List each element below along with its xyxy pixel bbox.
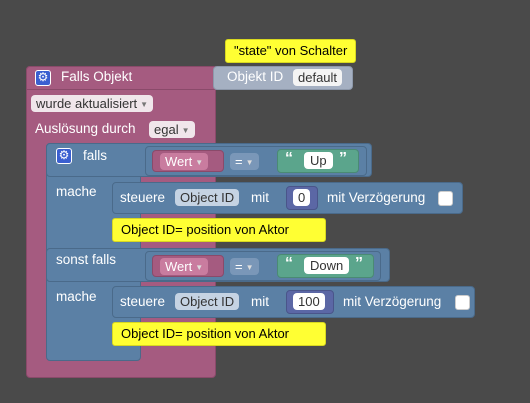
comment-1-text: Object ID= position von Aktor	[121, 222, 290, 237]
control-2-delay: mit Verzögerung	[343, 294, 442, 309]
chevron-down-icon: ▼	[181, 126, 190, 136]
open-quote-icon: “	[285, 150, 293, 167]
elseif-label: sonst falls	[56, 252, 117, 267]
chevron-down-icon: ▼	[195, 158, 204, 168]
trigger-dropdown[interactable]: wurde aktualisiert▼	[31, 95, 154, 112]
close-quote-icon: ”	[355, 255, 363, 272]
if-label: falls	[83, 148, 108, 163]
control-2-with: mit	[251, 294, 269, 309]
object-id-label: Objekt ID	[227, 69, 284, 84]
control-2-prefix: steuere	[120, 294, 166, 309]
object-id-value[interactable]: default	[293, 69, 343, 86]
number-field-2[interactable]: 100	[293, 293, 325, 310]
control-1-prefix: steuere	[120, 190, 166, 205]
chevron-down-icon: ▼	[245, 158, 254, 168]
event-title: Falls Objekt	[61, 69, 133, 84]
number-field-1[interactable]: 0	[293, 189, 311, 206]
event-header	[26, 66, 218, 90]
control-1-with: mit	[251, 190, 269, 205]
comment-2[interactable]: Object ID= position von Aktor	[112, 322, 326, 346]
ack-label: Auslösung durch	[35, 121, 136, 136]
close-quote-icon: ”	[339, 150, 347, 167]
string-field-2[interactable]: Down	[304, 257, 350, 274]
op-dropdown-1-value: =	[235, 154, 243, 169]
var-dropdown-2[interactable]: Wert▼	[160, 258, 209, 275]
var-dropdown-1[interactable]: Wert▼	[160, 153, 209, 170]
var-dropdown-1-value: Wert	[165, 154, 193, 169]
trigger-dropdown-value: wurde aktualisiert	[36, 96, 138, 111]
do-label: mache	[56, 184, 97, 199]
chevron-down-icon: ▼	[245, 263, 254, 273]
gear-icon[interactable]: ⚙	[35, 70, 51, 86]
ack-dropdown[interactable]: egal▼	[149, 121, 195, 138]
do2-label: mache	[56, 289, 97, 304]
comment-1[interactable]: Object ID= position von Aktor	[112, 218, 326, 242]
ack-dropdown-value: egal	[154, 122, 179, 137]
top-comment[interactable]: "state" von Schalter	[225, 39, 357, 63]
control-2-object-id[interactable]: Object ID	[175, 293, 240, 310]
gear-icon[interactable]: ⚙	[56, 148, 72, 164]
string-field-1[interactable]: Up	[304, 152, 333, 169]
chevron-down-icon: ▼	[140, 100, 149, 110]
op-dropdown-1[interactable]: =▼	[230, 153, 259, 170]
comment-2-text: Object ID= position von Aktor	[121, 326, 290, 341]
var-dropdown-2-value: Wert	[165, 259, 193, 274]
control-1-object-id[interactable]: Object ID	[175, 189, 240, 206]
top-comment-text: "state" von Schalter	[234, 43, 348, 58]
chevron-down-icon: ▼	[195, 263, 204, 273]
delay-checkbox-2[interactable]	[455, 295, 470, 310]
delay-checkbox-1[interactable]	[438, 191, 453, 206]
control-1-delay: mit Verzögerung	[327, 190, 426, 205]
op-dropdown-2-value: =	[235, 259, 243, 274]
open-quote-icon: “	[285, 255, 293, 272]
op-dropdown-2[interactable]: =▼	[230, 258, 259, 275]
